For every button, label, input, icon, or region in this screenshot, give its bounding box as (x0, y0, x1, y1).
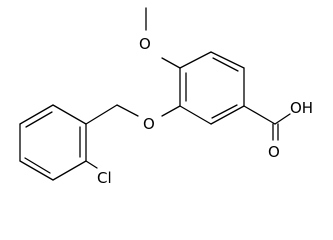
bond (52, 160, 87, 181)
double-bond-inner (211, 104, 238, 119)
methoxy-oxygen-label: O (139, 35, 151, 53)
ether-linkage (116, 104, 181, 117)
benzoic-ring (179, 51, 245, 125)
ether-oxygen-label: O (143, 115, 155, 133)
bond (243, 105, 276, 125)
double-bond-inner (24, 157, 51, 174)
bond (116, 104, 139, 117)
carboxyl-group (243, 105, 291, 141)
bond (52, 104, 87, 125)
bond (274, 113, 291, 125)
bond (19, 104, 54, 125)
chlorophenyl-ring (19, 104, 118, 181)
bond (19, 160, 54, 181)
bond (179, 105, 212, 125)
bond (85, 104, 118, 125)
bond (210, 51, 245, 69)
bond (210, 105, 245, 125)
chlorine-label: Cl (97, 169, 112, 187)
carbonyl-oxygen-label: O (268, 143, 280, 161)
bond (161, 105, 181, 117)
methoxy-group (145, 7, 181, 69)
hydroxyl-label: OH (290, 99, 313, 117)
bond (161, 57, 181, 69)
double-bond-inner (25, 111, 53, 128)
chemical-structure: O O OH O Cl (19, 7, 313, 187)
bond (179, 51, 212, 69)
double-bond-inner (212, 57, 239, 72)
c-cl-bond (85, 160, 98, 169)
